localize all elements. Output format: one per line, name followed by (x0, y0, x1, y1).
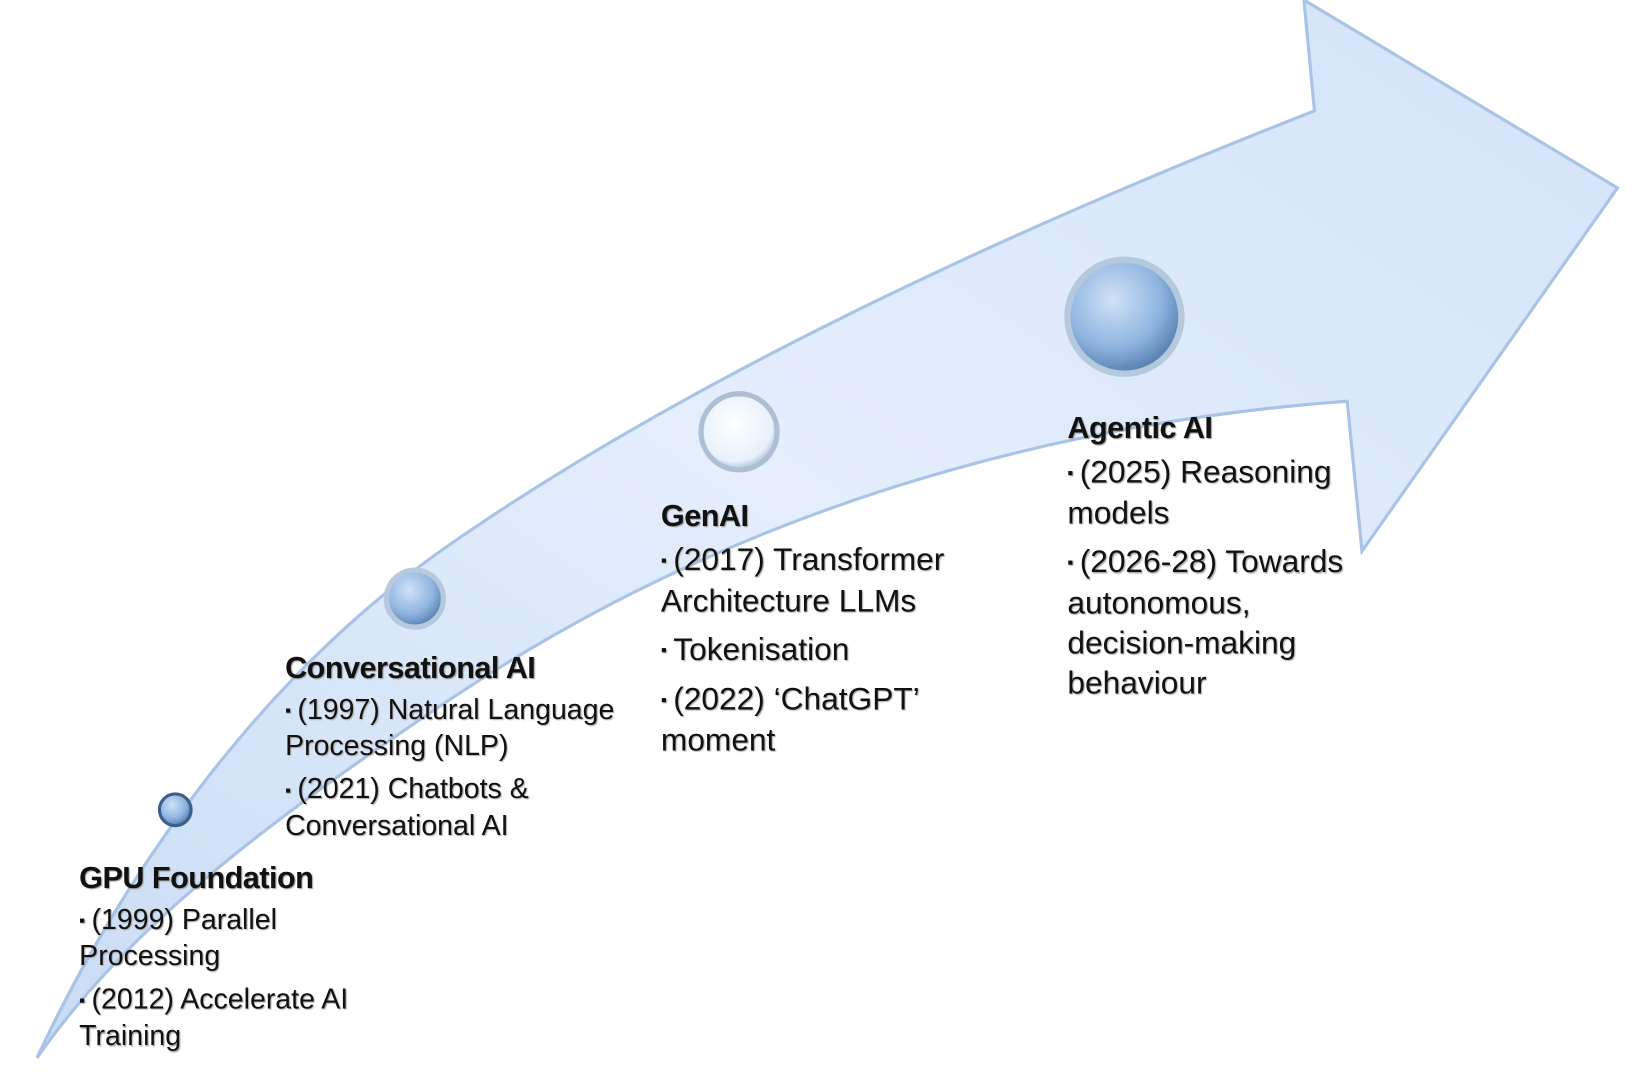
stage-genai: GenAI ▪(2017) Transformer Architecture L… (661, 499, 1009, 770)
stage-item: ▪(2012) Accelerate AI Training (79, 983, 349, 1052)
stage-item: ▪(2025) Reasoning models (1067, 455, 1332, 532)
node-gpu-foundation (157, 792, 193, 828)
stage-item: ▪(2022) ‘ChatGPT’ moment (660, 682, 919, 759)
arrow-shape (35, 0, 1620, 1059)
stage-item: ▪(2021) Chatbots & Conversational AI (285, 773, 529, 842)
stage-item: ▪(2017) Transformer Architecture LLMs (660, 542, 945, 619)
stage-gpu-foundation: GPU Foundation ▪(1999) Parallel Processi… (79, 862, 396, 1062)
stage-title: Agentic AI (1067, 411, 1213, 446)
stage-item: ▪Tokenisation (660, 632, 850, 668)
stage-title: GPU Foundation (79, 861, 314, 896)
stage-title: GenAI (660, 499, 749, 534)
node-conversational-ai (383, 567, 447, 630)
stage-item: ▪(1999) Parallel Processing (79, 903, 277, 972)
stage-title: Conversational AI (285, 651, 536, 686)
stage-conversational-ai: Conversational AI ▪(1997) Natural Langua… (285, 651, 676, 851)
node-agentic-ai (1064, 256, 1185, 377)
stage-item: ▪(1997) Natural Language Processing (NLP… (285, 693, 615, 762)
stage-agentic-ai: Agentic AI ▪(2025) Reasoning models ▪(20… (1067, 412, 1415, 713)
node-genai (698, 391, 780, 473)
stage-item: ▪(2026-28) Towards autonomous, decision-… (1067, 544, 1344, 702)
